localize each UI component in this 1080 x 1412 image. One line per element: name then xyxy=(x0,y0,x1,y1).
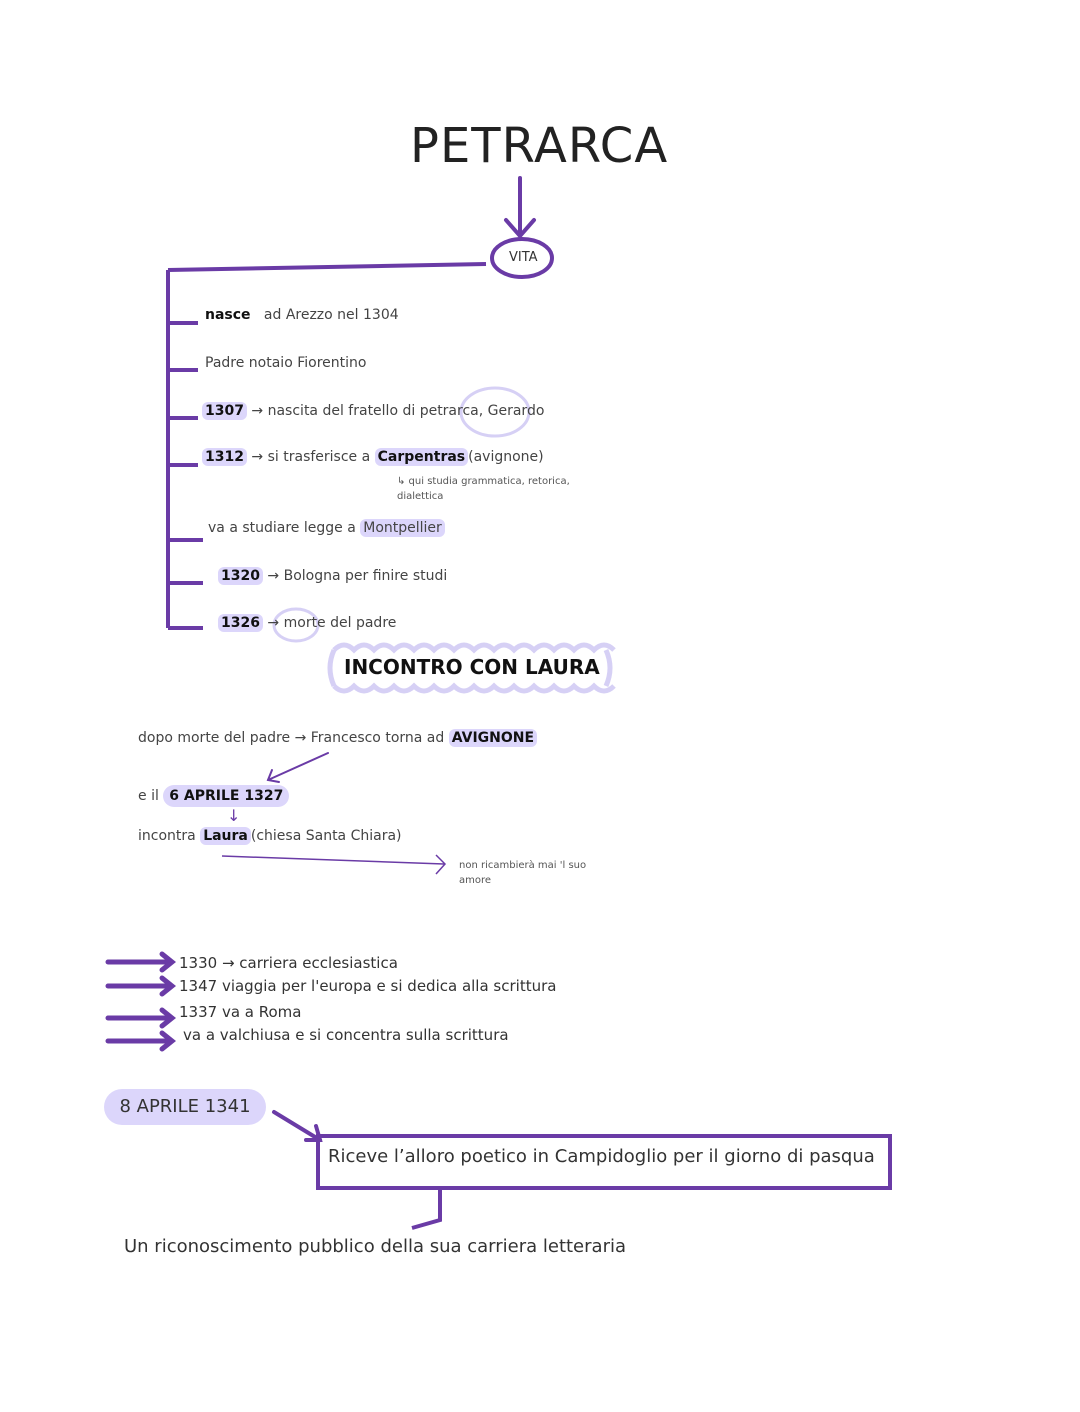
laura-line-avignone: dopo morte del padre → Francesco torna a… xyxy=(138,729,538,747)
timeline-year: 1326 xyxy=(218,614,263,632)
laura-text: incontra xyxy=(138,828,196,844)
event-arrows xyxy=(105,951,177,1052)
timeline-arrow: → xyxy=(251,403,264,419)
timeline-text: ad Arezzo nel 1304 xyxy=(263,307,399,323)
event-item: 1337 va a Roma xyxy=(179,1003,302,1021)
laura-place: AVIGNONE xyxy=(448,729,538,747)
timeline-item-1320: 1320 → Bologna per finire studi xyxy=(218,567,448,585)
timeline-text: Padre notaio Fiorentino xyxy=(205,355,367,371)
laura-name: Laura xyxy=(200,827,251,845)
laura-text: e il xyxy=(138,788,159,804)
laura-heading: INCONTRO CON LAURA xyxy=(344,655,600,679)
crown-arrow xyxy=(272,1110,323,1142)
vita-circle xyxy=(490,237,554,279)
crown-date: 8 APRILE 1341 xyxy=(104,1089,266,1125)
laura-heading-cloud xyxy=(327,642,616,694)
timeline-place: Montpellier xyxy=(360,519,445,537)
timeline-item-1326: 1326 → morte del padre xyxy=(218,614,397,632)
laura-arrow: → xyxy=(294,730,307,746)
timeline-item-1307: 1307 → nascita del fratello di petrarca,… xyxy=(202,402,545,420)
laura-down-arrow: ↓ xyxy=(227,806,241,825)
laura-text: Francesco torna ad xyxy=(310,730,445,746)
gerardo-circle xyxy=(459,386,531,438)
timeline-arrow: → xyxy=(251,449,264,465)
timeline-year: 1307 xyxy=(202,402,247,420)
crown-box-text: Riceve l’alloro poetico in Campidoglio p… xyxy=(328,1146,875,1167)
crown-connector xyxy=(411,1188,442,1230)
laura-side-arrow xyxy=(221,854,447,875)
timeline-arrow: → xyxy=(267,615,280,631)
event-item: 1330 → carriera ecclesiastica xyxy=(179,954,398,972)
laura-date: 6 APRILE 1327 xyxy=(163,785,290,807)
title-down-arrow xyxy=(504,176,536,240)
timeline-text: si trasferisce a xyxy=(267,449,371,465)
laura-line-meet: incontra Laura(chiesa Santa Chiara) xyxy=(138,827,402,845)
timeline-item-birth: nasce ad Arezzo nel 1304 xyxy=(205,307,399,323)
event-item: 1347 viaggia per l'europa e si dedica al… xyxy=(179,977,557,995)
timeline-place: Carpentras xyxy=(374,448,469,466)
laura-arrows xyxy=(266,752,329,783)
event-item: va a valchiusa e si concentra sulla scri… xyxy=(183,1026,509,1044)
timeline-item-father: Padre notaio Fiorentino xyxy=(205,355,366,371)
timeline-year: 1320 xyxy=(218,567,263,585)
timeline-arrow: → xyxy=(267,568,280,584)
laura-line-date: e il 6 APRILE 1327 xyxy=(138,785,290,807)
morte-circle xyxy=(272,607,320,643)
laura-text: (chiesa Santa Chiara) xyxy=(250,828,402,844)
page-title: PETRARCA xyxy=(410,118,669,174)
timeline-item-1312: 1312 → si trasferisce a Carpentras(avign… xyxy=(202,448,544,466)
crown-box-border xyxy=(316,1134,892,1190)
timeline-text: (avignone) xyxy=(468,449,544,465)
note-line: ↳ qui studia grammatica, retorica, xyxy=(397,476,570,487)
timeline-text: nascita del fratello di petrarca, Gerard… xyxy=(267,403,545,419)
note-line: non ricambierà mai 'l suo xyxy=(459,860,587,871)
note-line: dialettica xyxy=(397,491,444,502)
timeline-item-montpellier: va a studiare legge a Montpellier xyxy=(208,519,445,537)
timeline-text: morte del padre xyxy=(283,615,397,631)
timeline-text: va a studiare legge a xyxy=(208,520,356,536)
timeline-bracket xyxy=(166,262,487,630)
timeline-label: nasce xyxy=(205,307,251,323)
timeline-text: Bologna per finire studi xyxy=(283,568,448,584)
note-line: amore xyxy=(459,875,492,886)
crown-conclusion: Un riconoscimento pubblico della sua car… xyxy=(124,1236,626,1257)
vita-label: VITA xyxy=(509,250,538,265)
laura-side-note: non ricambierà mai 'l suo amore xyxy=(459,858,586,888)
timeline-study-note: ↳ qui studia grammatica, retorica, diale… xyxy=(397,474,570,504)
timeline-year: 1312 xyxy=(202,448,247,466)
laura-text: dopo morte del padre xyxy=(138,730,291,746)
